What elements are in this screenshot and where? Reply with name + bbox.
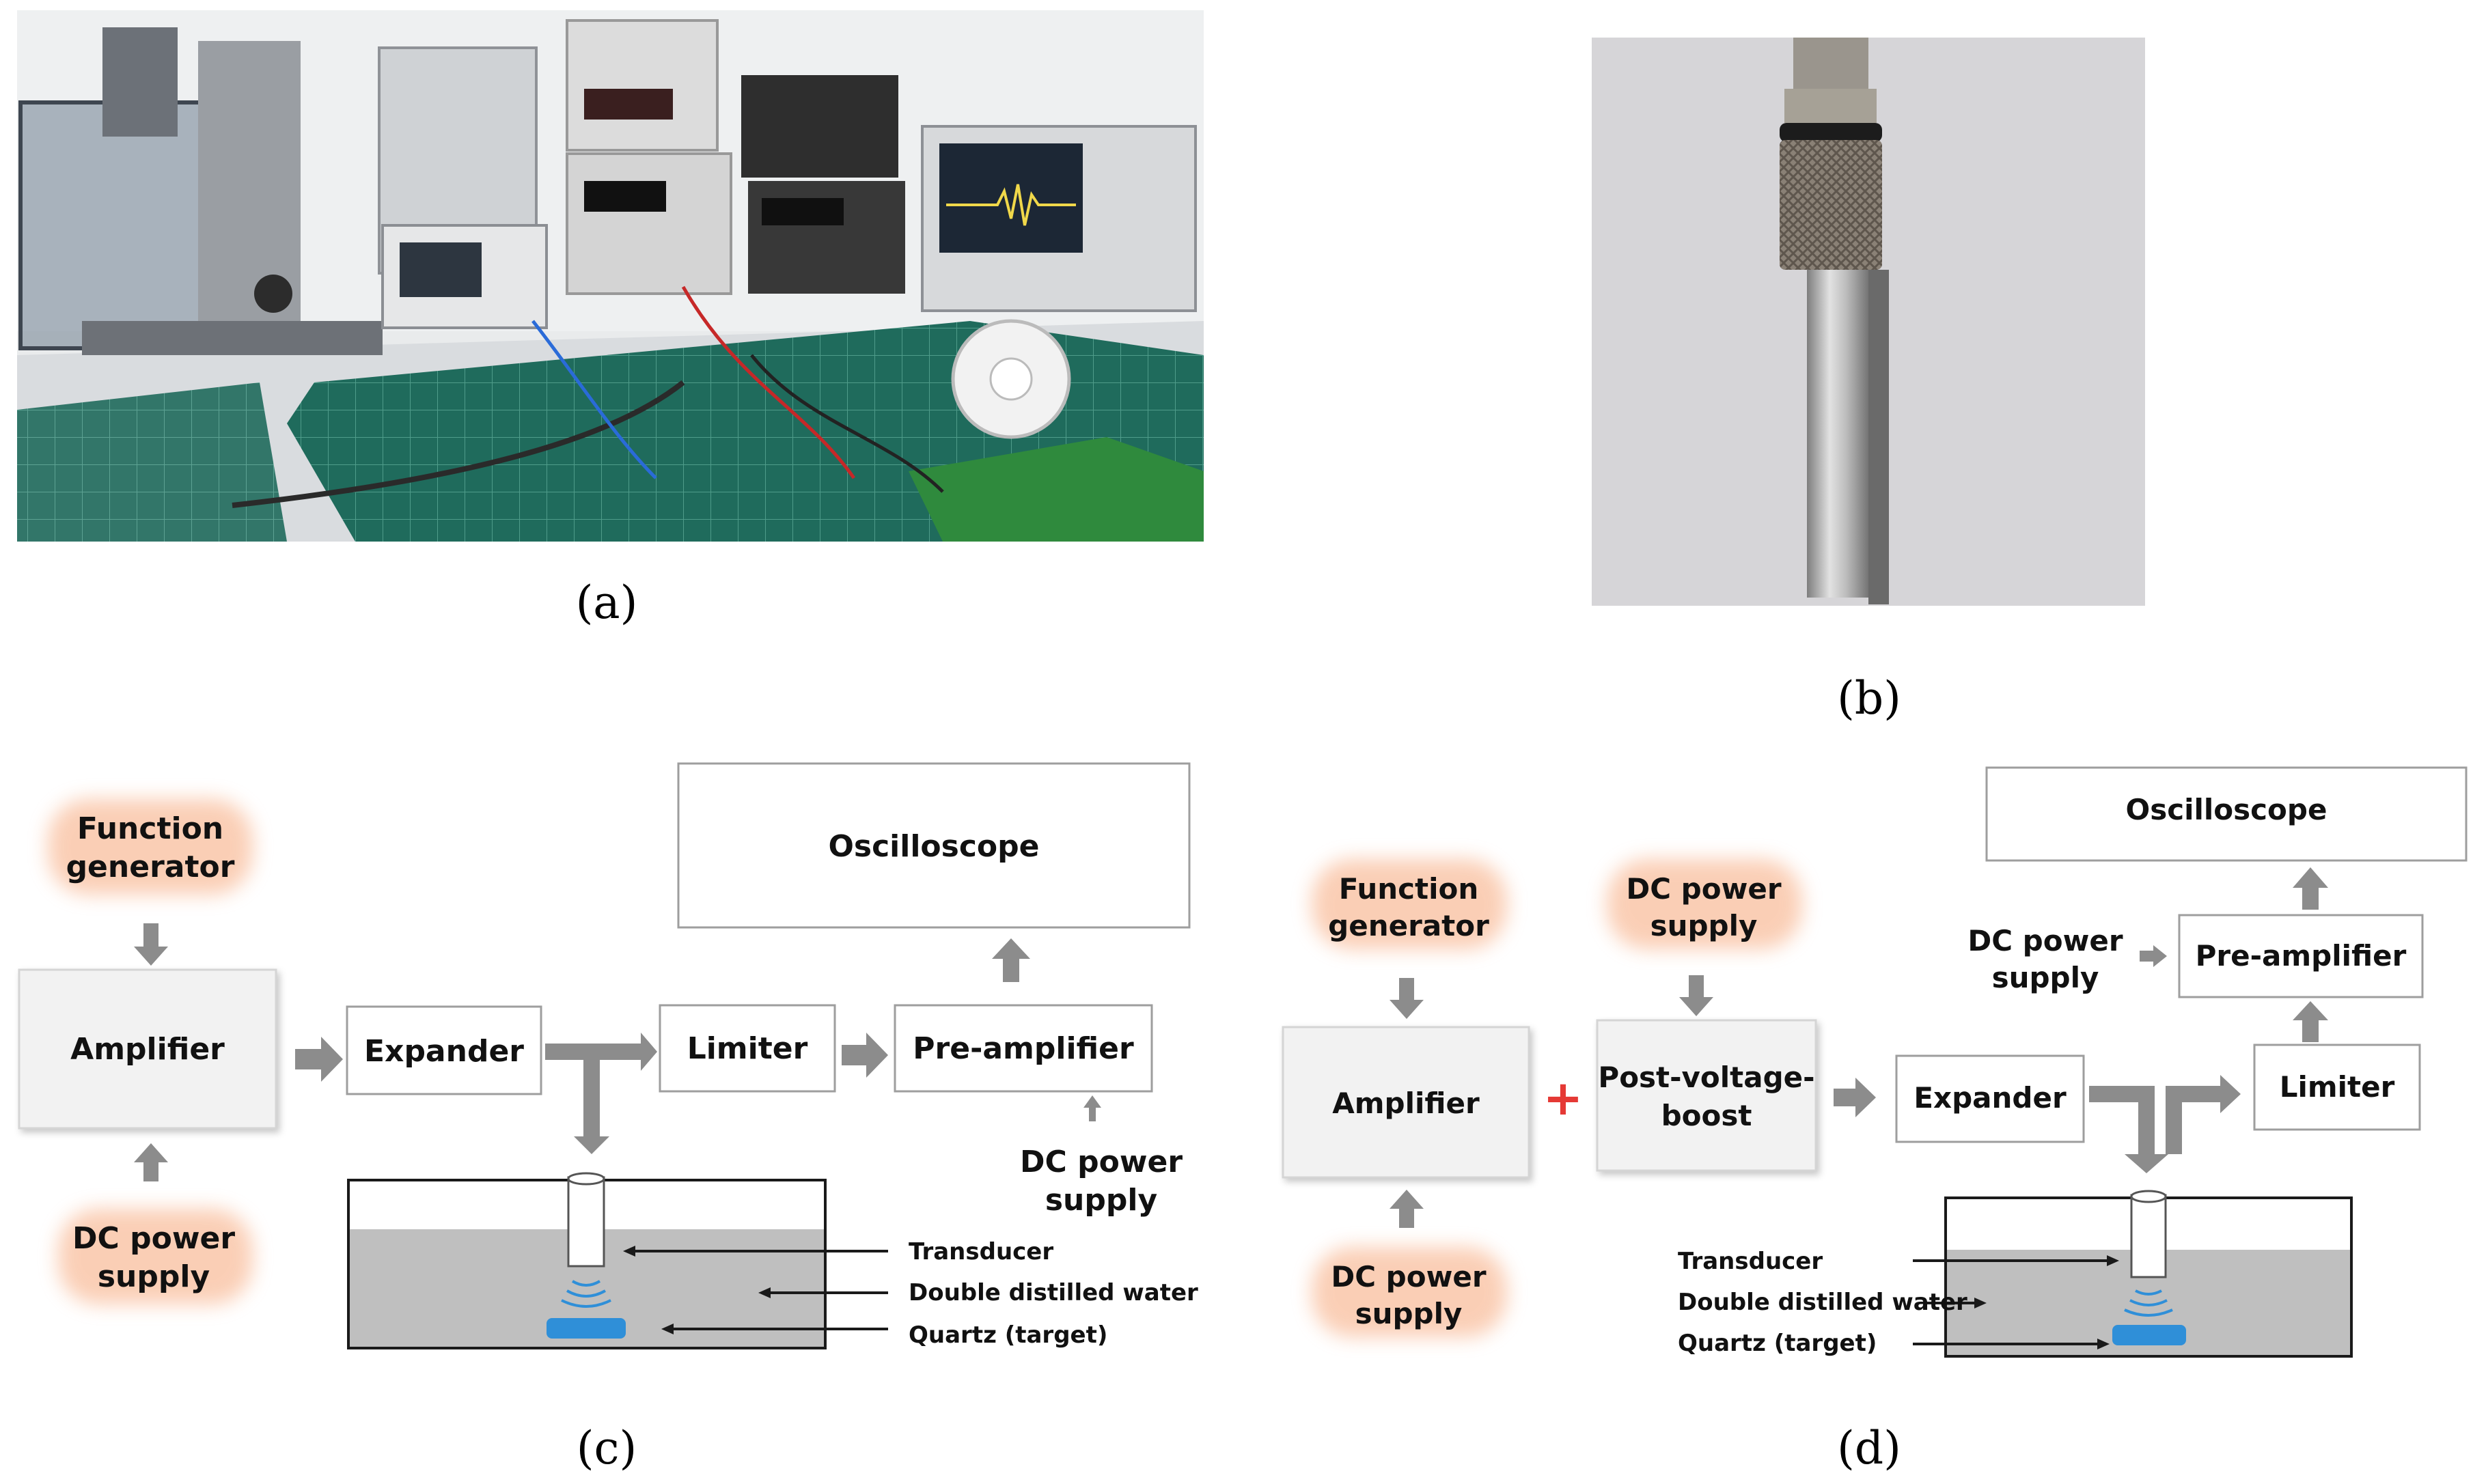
d-oscilloscope-box: Oscilloscope	[1985, 766, 2468, 862]
c-limiter-box: Limiter	[659, 1004, 836, 1093]
d-pre-amplifier-box: Pre-amplifier	[2178, 914, 2424, 998]
svg-text:DC power: DC power	[72, 1221, 235, 1256]
c-amplifier-box: Amplifier	[18, 968, 277, 1130]
d-arrow-preamp-to-osc	[2293, 867, 2328, 910]
d-limiter-box: Limiter	[2253, 1044, 2421, 1131]
svg-text:Pre-amplifier: Pre-amplifier	[2196, 939, 2407, 972]
c-arrow-dc-to-amp	[134, 1143, 168, 1181]
svg-text:Oscilloscope: Oscilloscope	[829, 829, 1040, 864]
panel-c-diagram: Function generator Amplifier DC power su…	[18, 762, 1198, 1349]
d-post-voltage-boost-box: Post-voltage- boost	[1596, 1019, 1817, 1172]
svg-text:DC power: DC power	[1020, 1145, 1183, 1179]
svg-text:DC power: DC power	[1626, 872, 1782, 906]
svg-text:DC power: DC power	[1967, 924, 2123, 957]
svg-text:Limiter: Limiter	[687, 1031, 808, 1066]
svg-text:Limiter: Limiter	[2280, 1070, 2395, 1104]
panel-b-photo	[1592, 38, 2145, 606]
d-plus-sign: +	[1543, 1070, 1584, 1126]
panel-c-caption: (c)	[577, 1422, 637, 1474]
c-transducer-label: Transducer	[909, 1238, 1053, 1265]
panel-a-photo	[17, 10, 1204, 542]
d-arrow-fg-to-amp	[1390, 978, 1424, 1019]
c-annotation-arrows	[623, 1246, 888, 1334]
c-arrow-dc-to-preamp	[1083, 1095, 1101, 1121]
d-annotation-arrows	[1913, 1255, 2119, 1349]
d-water-label: Double distilled water	[1678, 1289, 1967, 1316]
d-quartz-label: Quartz (target)	[1678, 1330, 1877, 1357]
svg-text:DC power: DC power	[1331, 1260, 1487, 1293]
panel-b-caption: (b)	[1837, 672, 1901, 725]
d-arrow-boost-to-expander	[1834, 1078, 1876, 1117]
d-function-generator-label: Function generator	[1312, 859, 1507, 949]
d-amplifier-box: Amplifier	[1282, 1026, 1530, 1179]
svg-text:Expander: Expander	[1914, 1081, 2067, 1115]
svg-text:generator: generator	[1328, 909, 1489, 942]
c-arrow-amp-to-expander	[295, 1037, 343, 1082]
svg-text:Post-voltage-: Post-voltage-	[1598, 1061, 1814, 1094]
svg-text:supply: supply	[1992, 961, 2099, 994]
d-water-tank	[1944, 1190, 2353, 1358]
c-pre-amplifier-box: Pre-amplifier	[894, 1004, 1153, 1093]
panel-d-diagram: Function generator DC power supply Ampli…	[1282, 766, 2468, 1358]
svg-text:supply: supply	[1355, 1297, 1463, 1330]
d-arrow-dc-to-preamp	[2140, 945, 2167, 967]
c-quartz-label: Quartz (target)	[909, 1321, 1107, 1349]
c-arrow-fg-to-amp	[134, 923, 168, 966]
svg-text:Amplifier: Amplifier	[1332, 1087, 1480, 1120]
c-function-generator-label: Function generator	[48, 799, 253, 895]
svg-text:generator: generator	[66, 850, 235, 884]
d-dc-power-bottom-label: DC power supply	[1312, 1247, 1507, 1337]
c-dc-power-right-label: DC power supply	[1020, 1145, 1183, 1218]
svg-text:supply: supply	[1650, 909, 1758, 942]
d-dc-power-top-label: DC power supply	[1607, 859, 1802, 949]
svg-text:Oscilloscope: Oscilloscope	[2126, 793, 2327, 826]
d-arrow-dc-to-boost	[1679, 975, 1713, 1016]
d-transducer-label: Transducer	[1678, 1248, 1823, 1275]
svg-text:Expander: Expander	[364, 1034, 524, 1069]
c-expander-box: Expander	[346, 1005, 542, 1095]
c-dc-power-bottom-label: DC power supply	[58, 1209, 253, 1304]
d-expander-box: Expander	[1895, 1054, 2085, 1143]
panel-d-caption: (d)	[1837, 1422, 1901, 1474]
c-water-tank	[347, 1172, 827, 1349]
c-water-label: Double distilled water	[909, 1279, 1198, 1306]
c-arrow-preamp-to-osc	[992, 938, 1030, 982]
c-arrow-limiter-to-preamp	[842, 1033, 888, 1078]
d-splitter-arrow	[2089, 1075, 2241, 1173]
svg-text:Amplifier: Amplifier	[70, 1032, 225, 1067]
d-arrow-dc-to-amp	[1390, 1190, 1424, 1228]
d-dc-power-left-label: DC power supply	[1967, 924, 2123, 994]
panel-a-caption: (a)	[576, 576, 638, 629]
svg-text:boost: boost	[1661, 1099, 1752, 1132]
c-splitter-arrow	[545, 1033, 657, 1154]
c-oscilloscope-box: Oscilloscope	[677, 762, 1191, 929]
svg-text:Function: Function	[77, 811, 223, 846]
svg-text:Pre-amplifier: Pre-amplifier	[913, 1031, 1134, 1066]
svg-text:supply: supply	[98, 1259, 210, 1294]
d-arrow-limiter-to-preamp	[2293, 1001, 2328, 1042]
svg-text:Function: Function	[1339, 872, 1479, 906]
svg-text:supply: supply	[1045, 1183, 1157, 1218]
